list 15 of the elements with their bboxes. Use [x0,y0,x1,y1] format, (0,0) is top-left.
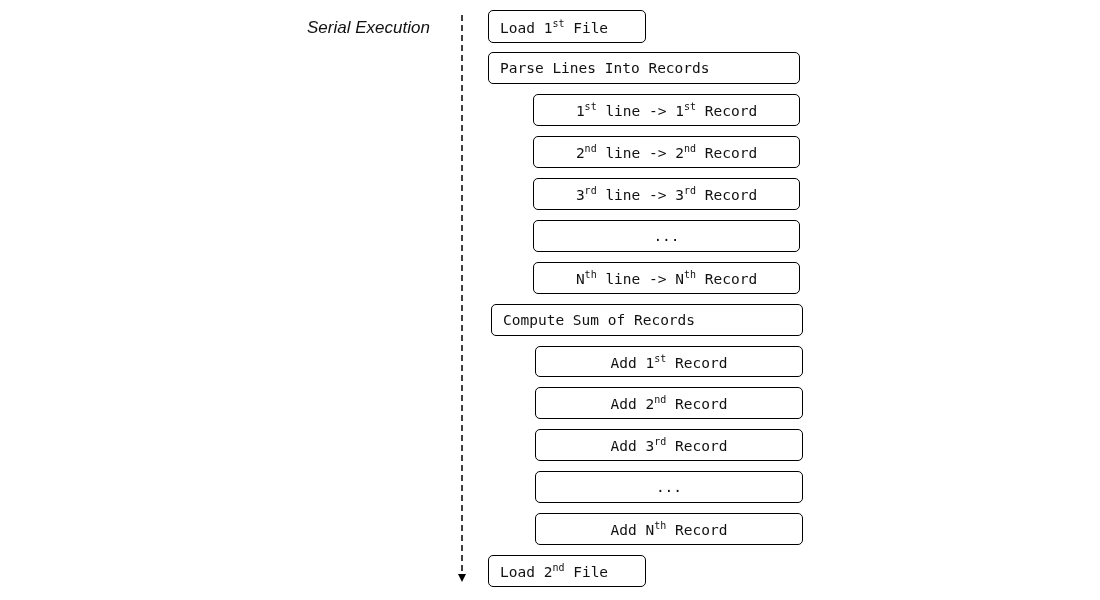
process-box: Compute Sum of Records [491,304,803,336]
process-box: Load 1$^{st}$ File [488,10,646,43]
process-box: Add 2$^{nd}$ Record [535,387,803,419]
axis-label: Serial Execution [307,18,430,38]
process-box: Parse Lines Into Records [488,52,800,84]
process-box: 3$^{rd}$ line -> 3$^{rd}$ Record [533,178,800,210]
process-box: 2$^{nd}$ line -> 2$^{nd}$ Record [533,136,800,168]
process-box: ... [533,220,800,252]
process-box: Add 1$^{st}$ Record [535,346,803,377]
process-box: 1$^{st}$ line -> 1$^{st}$ Record [533,94,800,126]
process-box: Load 2$^{nd}$ File [488,555,646,587]
process-box: Add 3$^{rd}$ Record [535,429,803,461]
process-box: ... [535,471,803,503]
process-box: Add N$^{th}$ Record [535,513,803,545]
process-box: N$^{th}$ line -> N$^{th}$ Record [533,262,800,294]
